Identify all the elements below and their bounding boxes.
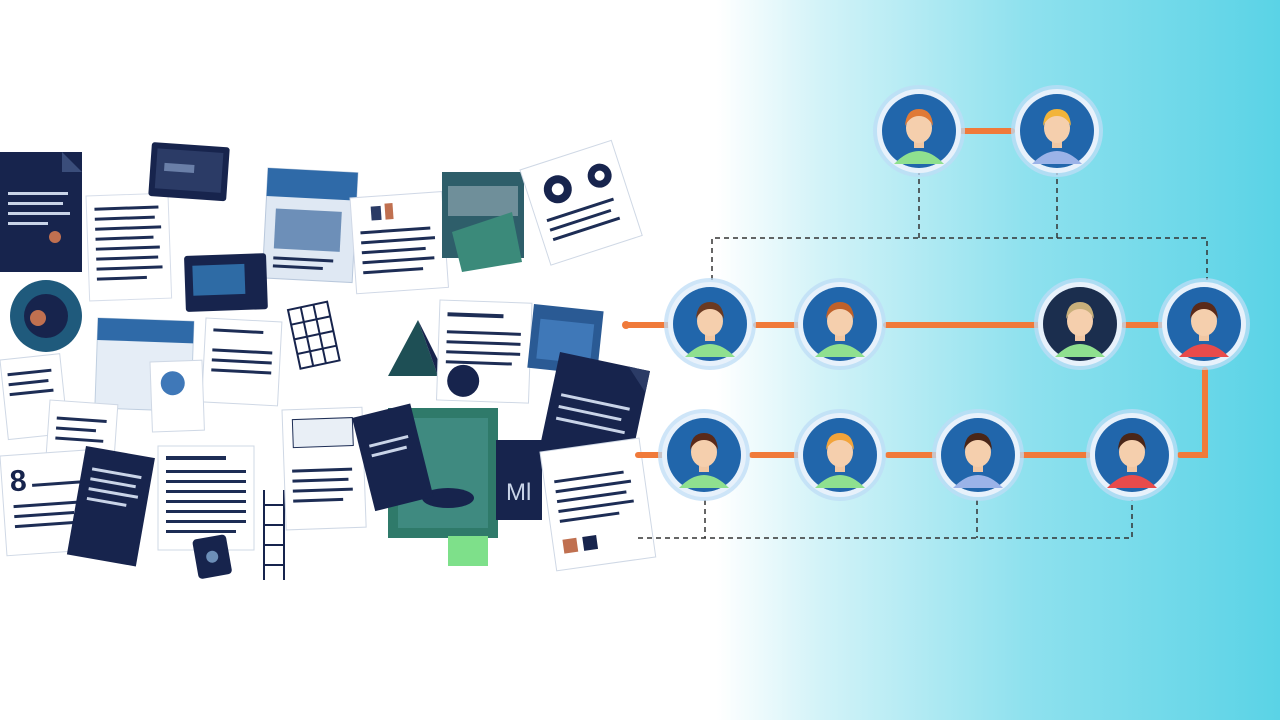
text-document <box>201 317 283 407</box>
person-avatar-icon <box>662 413 746 497</box>
text-document <box>85 192 173 302</box>
orange-connectors <box>623 128 1208 458</box>
monitor-document <box>261 167 359 284</box>
person-avatar-icon <box>668 282 752 366</box>
dark-document <box>66 446 155 567</box>
person-avatar-icon <box>1090 413 1174 497</box>
person-avatar-icon <box>936 413 1020 497</box>
camera-icon <box>192 534 232 579</box>
person-avatar-icon <box>1038 282 1122 366</box>
dark-document: Ml <box>496 440 542 520</box>
person-avatar-icon <box>877 89 961 173</box>
dashed-connectors <box>638 170 1208 539</box>
connector-start-dot <box>622 321 630 329</box>
laptop-illustration <box>148 142 230 202</box>
text-document <box>539 437 657 572</box>
laptop-illustration <box>184 253 268 312</box>
gear-document <box>519 139 643 266</box>
teal-folder <box>442 172 524 272</box>
badge-circle <box>10 280 82 352</box>
svg-text:Ml: Ml <box>506 479 531 506</box>
person-avatar-icon <box>1015 89 1099 173</box>
person-avatar-icon <box>798 282 882 366</box>
document-collage: 8 <box>0 139 657 580</box>
ladder <box>263 490 285 580</box>
text-document <box>157 445 255 551</box>
ladder-grid <box>286 300 341 370</box>
person-avatar-icon <box>1162 282 1246 366</box>
text-document <box>149 359 205 433</box>
person-avatar-icon <box>798 413 882 497</box>
dark-document <box>352 403 434 512</box>
green-folder <box>388 408 498 566</box>
text-document <box>435 299 533 404</box>
svg-text:8: 8 <box>9 464 28 498</box>
text-document <box>349 191 450 295</box>
dark-document <box>0 152 82 272</box>
text-document <box>281 406 367 531</box>
